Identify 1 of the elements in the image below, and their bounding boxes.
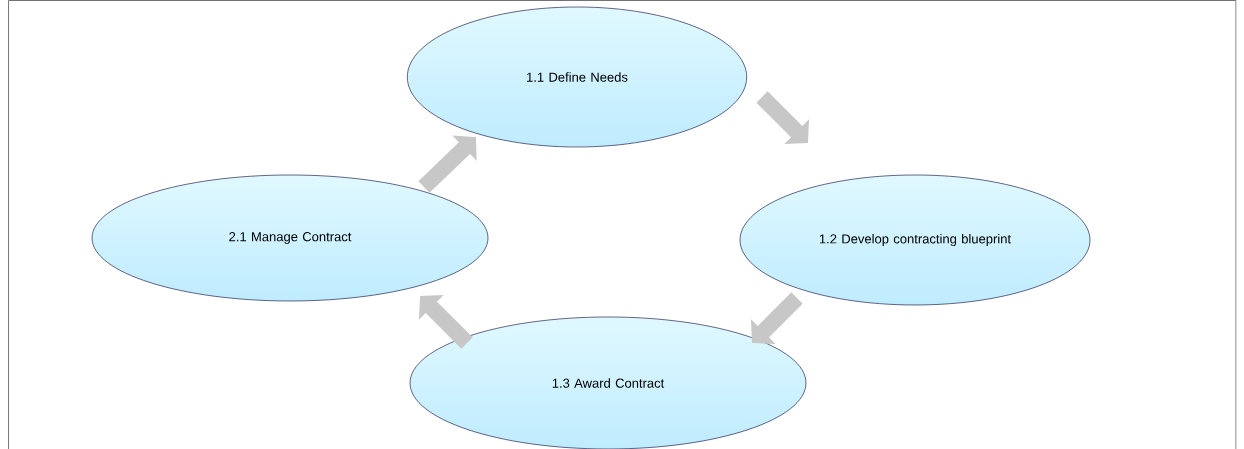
block-arrow [418, 135, 477, 193]
